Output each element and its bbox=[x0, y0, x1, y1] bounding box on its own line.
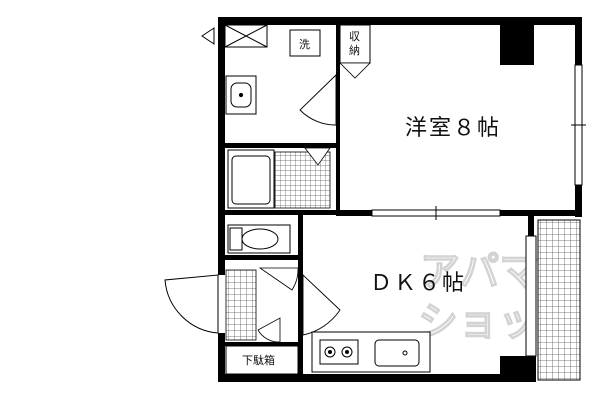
washroom-door bbox=[299, 73, 337, 126]
dk-door bbox=[302, 273, 341, 336]
bathtub-icon bbox=[231, 155, 271, 205]
western-room-label: 洋室８帖 bbox=[405, 116, 501, 141]
air-vent-icon bbox=[201, 24, 268, 48]
toilet-icon bbox=[227, 224, 291, 254]
laundry-space: 洗 bbox=[289, 29, 321, 57]
laundry-label: 洗 bbox=[299, 38, 310, 51]
hall-door bbox=[258, 267, 299, 291]
kitchen-counter bbox=[311, 331, 431, 373]
washbasin-icon bbox=[225, 75, 257, 115]
entrance-door bbox=[164, 274, 219, 334]
window-west-bottom bbox=[371, 206, 501, 220]
storage-label-1: 収 bbox=[349, 30, 360, 43]
stove-burners-icon bbox=[319, 339, 359, 365]
shoe-box: 下駄箱 bbox=[225, 345, 299, 375]
bathroom bbox=[227, 147, 331, 209]
window-dk-right bbox=[525, 235, 537, 357]
sink-icon bbox=[374, 339, 420, 367]
shoe-box-label: 下駄箱 bbox=[242, 353, 275, 367]
dk-label: ＤＫ６帖 bbox=[370, 271, 466, 296]
window-west-right bbox=[571, 64, 586, 186]
shoe-door bbox=[257, 317, 281, 343]
balcony bbox=[537, 219, 581, 381]
storage-closet: 収 納 bbox=[339, 24, 371, 79]
entrance-floor bbox=[225, 269, 257, 341]
storage-label-2: 納 bbox=[349, 44, 360, 57]
